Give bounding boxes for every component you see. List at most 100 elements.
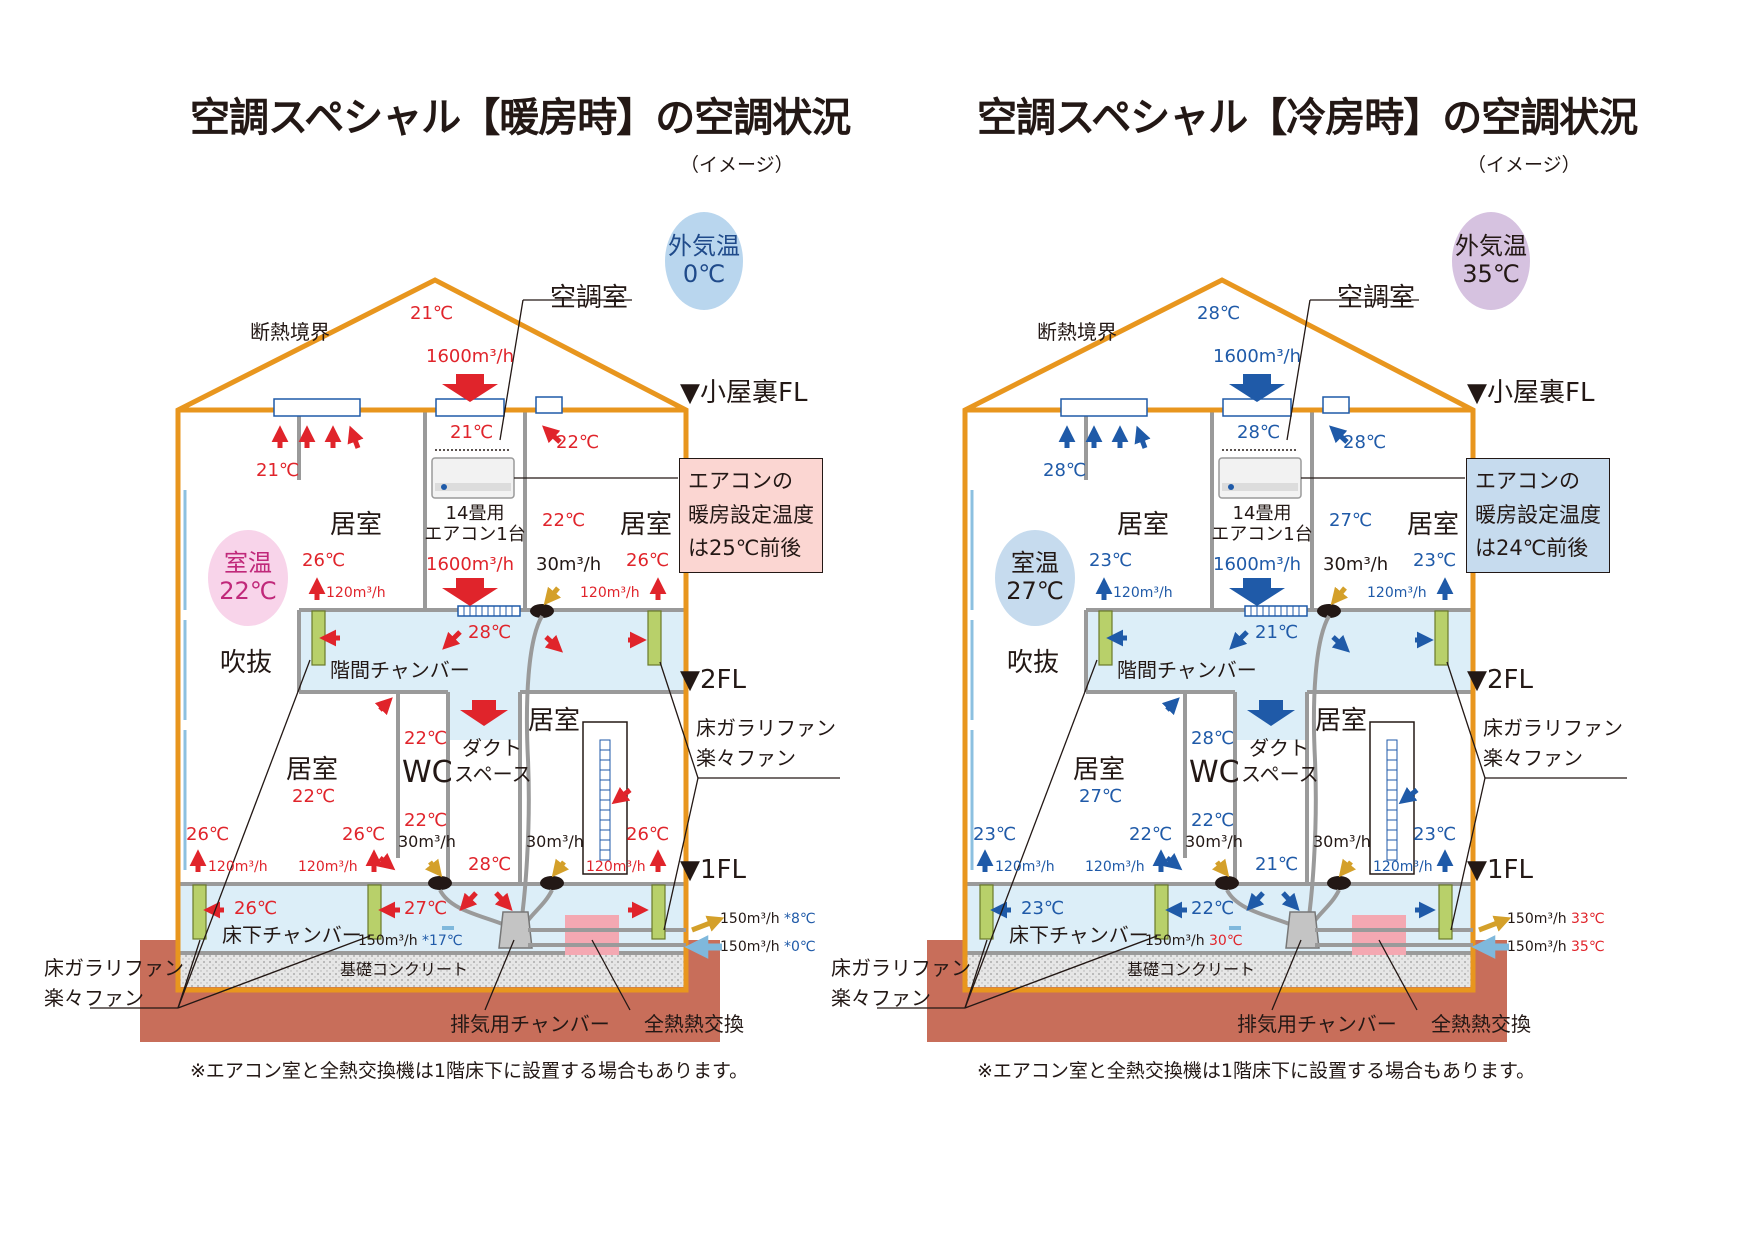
living-1f-supply-temp-mid: 22℃ — [1129, 824, 1173, 845]
living-2f-right-supply-temp: 26℃ — [626, 550, 670, 571]
supply-grille — [1244, 605, 1308, 617]
exhaust-chamber — [1285, 911, 1320, 949]
ac-setting-line: は25℃前後 — [688, 536, 802, 561]
right-attic-temp: 22℃ — [556, 432, 600, 453]
attic-temp: 21℃ — [410, 303, 454, 324]
exhaust-air-flow-value: 150m³/h — [1507, 911, 1567, 927]
outside-temp-circle: 外気温 35℃ — [1452, 212, 1530, 310]
air-conditioner — [1218, 449, 1302, 499]
exhaust-air-flow-value: 150m³/h — [720, 911, 780, 927]
wc-vent-temp: 22℃ — [1191, 810, 1235, 831]
underfloor-temp-left: 23℃ — [1021, 898, 1065, 919]
ac-room-temp: 28℃ — [1237, 422, 1281, 443]
supply-grille — [457, 605, 521, 617]
right-attic-temp: 28℃ — [1343, 432, 1387, 453]
return-intake — [1327, 876, 1351, 890]
flow-120-1f-mid: 120m³/h — [298, 859, 358, 875]
exhaust-air-temp: *8℃ — [784, 911, 816, 927]
living-room-2f-right-label: 居室 — [1407, 510, 1460, 540]
air-conditioner — [431, 449, 515, 499]
house-cross-section — [90, 277, 840, 1042]
outside-temp-value: 0℃ — [682, 260, 726, 288]
supply-air-flow: 150m³/h *17℃ — [358, 934, 463, 948]
return-intake — [1317, 604, 1341, 618]
floor-fan — [1434, 610, 1449, 666]
flow-120-1f-mid: 120m³/h — [1085, 859, 1145, 875]
living-room-2f-left-label: 居室 — [330, 510, 383, 540]
second-floor-label: ▼2FL — [680, 665, 746, 695]
floor-chamber — [1086, 610, 1473, 740]
attic-vent-temp: 28℃ — [1043, 460, 1087, 481]
ac-capacity-label: 14畳用 — [1232, 503, 1292, 524]
exhaust-air-temp: 33℃ — [1571, 911, 1605, 927]
ac-room-label: 空調室 — [1337, 283, 1416, 313]
wc-label: WC — [1189, 755, 1240, 790]
floor-fan — [311, 610, 326, 666]
living-1f-supply-temp-left: 23℃ — [973, 824, 1017, 845]
outside-temp-value: 35℃ — [1462, 260, 1520, 288]
living-1f-left-temp: 22℃ — [292, 786, 336, 807]
attic-vent — [273, 398, 361, 417]
living-room-2f-right-label: 居室 — [620, 510, 673, 540]
heat-exchanger-label: 全熱熱交換 — [644, 1012, 744, 1036]
room-temp-label: 室温 — [224, 549, 272, 578]
floor-fan — [1438, 884, 1453, 940]
wc-label: WC — [402, 755, 453, 790]
attic-temp: 28℃ — [1197, 303, 1241, 324]
ac-setting-line: エアコンの — [1475, 469, 1580, 493]
outside-air-flow-value: 150m³/h — [720, 939, 780, 955]
exhaust-chamber-label: 排気用チャンバー — [450, 1012, 610, 1036]
diagram-subtitle: （イメージ） — [1467, 154, 1581, 176]
floor-fan — [367, 884, 382, 940]
return-intake — [530, 604, 554, 618]
big-supply-arrow — [442, 578, 498, 606]
atrium-label: 吹抜 — [220, 648, 273, 678]
underfloor-chamber-label: 床下チャンバー — [222, 923, 362, 947]
footnote: ※エアコン室と全熱交換機は1階床下に設置する場合もあります。 — [977, 1060, 1536, 1082]
foundation-concrete — [965, 955, 1473, 987]
ac-setting-box: エアコンの 暖房設定温度 は24℃前後 — [1466, 458, 1610, 573]
exhaust-chamber — [498, 911, 533, 949]
living-1f-left-temp: 27℃ — [1079, 786, 1123, 807]
flow-120-2f-left: 120m³/h — [326, 585, 386, 601]
underfloor-temp-mid: 22℃ — [1191, 898, 1235, 919]
flow-120-1f-left: 120m³/h — [208, 859, 268, 875]
floor-fan — [647, 610, 662, 666]
foundation-label: 基礎コンクリート — [340, 960, 469, 979]
living-room-1f-left-label: 居室 — [1073, 755, 1126, 785]
floor-chamber-label: 階間チャンバー — [1117, 658, 1257, 682]
floor-chamber-temp: 21℃ — [1255, 622, 1299, 643]
wc-temp: 28℃ — [1191, 728, 1235, 749]
ac-supply-flow: 1600m³/h — [426, 554, 515, 575]
room-temp-circle: 室温 27℃ — [995, 530, 1075, 626]
outside-air-flow: 150m³/h 35℃ — [1507, 940, 1605, 954]
floor-fan-label-left: 床ガラリファン — [831, 956, 971, 980]
diagram-panel-heating: 空調スペシャル【暖房時】の空調状況 （イメージ） 外気温 0℃ 室温 22℃ エ… — [0, 0, 857, 1240]
living-1f-supply-temp-right: 23℃ — [1413, 824, 1457, 845]
floor-fan — [1154, 884, 1169, 940]
first-floor-label: ▼1FL — [1467, 855, 1533, 885]
duct-1f-temp: 21℃ — [1255, 854, 1299, 875]
flow-120-1f-right: 120m³/h — [1373, 859, 1433, 875]
flow-120-1f-right: 120m³/h — [586, 859, 646, 875]
heat-exchanger — [565, 915, 619, 955]
attic-floor-label: ▼小屋裏FL — [1467, 378, 1595, 408]
ac-intake-flow: 1600m³/h — [426, 346, 515, 367]
floor-chamber-temp: 28℃ — [468, 622, 512, 643]
living-2f-left-supply-temp: 26℃ — [302, 550, 346, 571]
ac-setting-line: 暖房設定温度 — [1475, 502, 1601, 527]
exhaust-chamber-label: 排気用チャンバー — [1237, 1012, 1397, 1036]
big-supply-arrow — [1229, 578, 1285, 606]
outside-temp-circle: 外気温 0℃ — [665, 212, 743, 310]
second-floor-label: ▼2FL — [1467, 665, 1533, 695]
return-vent — [1322, 396, 1350, 414]
underfloor-temp-left: 26℃ — [234, 898, 278, 919]
room-temp-value: 22℃ — [219, 577, 277, 605]
return-intake — [428, 876, 452, 890]
foundation-concrete — [178, 955, 686, 987]
ac-count-label: エアコン1台 — [1211, 524, 1313, 545]
atrium-label: 吹抜 — [1007, 648, 1060, 678]
outside-air-flow-value: 150m³/h — [1507, 939, 1567, 955]
return-intake — [1215, 876, 1239, 890]
insulation-boundary — [175, 277, 689, 993]
